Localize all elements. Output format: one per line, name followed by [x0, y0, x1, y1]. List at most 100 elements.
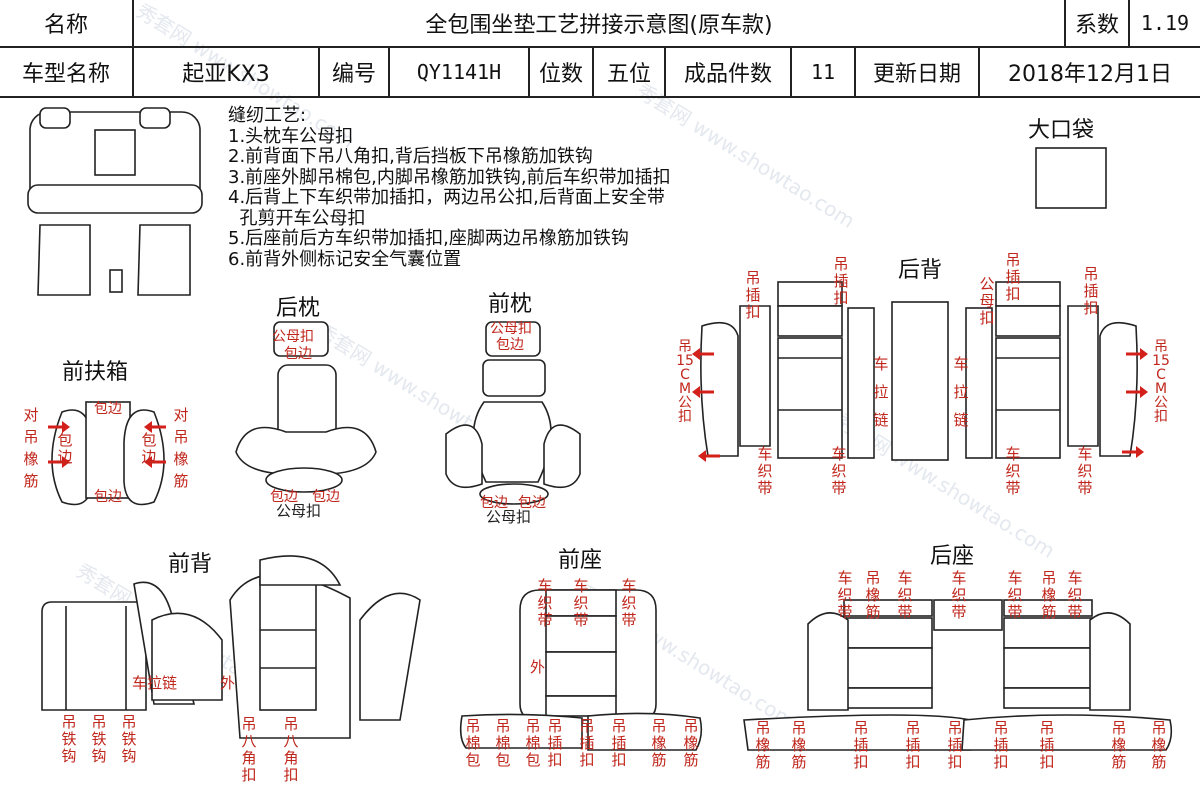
elastic-note: 吊橡筋 — [865, 569, 881, 621]
buckle-note: 吊插扣 — [833, 255, 849, 307]
male-buckle-note: 公母扣 — [490, 321, 532, 337]
zipper-note: 车拉链 — [132, 674, 178, 692]
elastic-note: 吊橡筋 — [791, 719, 807, 771]
hem-note: 包边 — [496, 337, 524, 353]
webbing-note: 车织带 — [757, 445, 773, 497]
page-title: 全包围坐垫工艺拼接示意图(原车款) — [134, 0, 1066, 48]
male-female-note: 公母扣 — [486, 508, 532, 526]
hem-note: 包边 — [57, 431, 73, 466]
front-back-pieces — [41, 555, 421, 739]
iron-hook-note: 吊铁钩 — [61, 713, 77, 765]
instruction-line: 2.前背面下吊八角扣,背后挡板下吊橡筋加铁钩 — [228, 146, 593, 167]
buckle-note: 吊插扣 — [853, 719, 869, 771]
hang-15cm-note: 吊15CM公扣 — [676, 339, 694, 425]
hem-note: 包边 — [94, 401, 122, 417]
elastic-note: 吊橡筋 — [683, 717, 699, 769]
hem-note: 包边 — [141, 431, 157, 466]
code-label: 编号 — [320, 48, 390, 96]
arrow-markers — [48, 348, 1148, 468]
date-label: 更新日期 — [856, 48, 980, 96]
date-value: 2018年12月1日 — [1008, 62, 1172, 87]
instruction-line: 4.后背上下车织带加插扣，两边吊公扣,后背面上安全带 — [228, 187, 665, 208]
header-table: 名称 全包围坐垫工艺拼接示意图(原车款) 系数 1.19 车型名称 起亚KX3 … — [0, 0, 1200, 98]
instructions-title: 缝纫工艺: — [228, 105, 307, 126]
hem-note: 包边 — [518, 495, 546, 511]
buckle-note: 吊插扣 — [1005, 251, 1021, 303]
pieces-label: 成品件数 — [666, 48, 792, 96]
seats-value: 五位 — [594, 48, 666, 96]
hem-note: 包边 — [480, 495, 508, 511]
elastic-note: 对吊橡筋 — [173, 406, 189, 490]
male-buckle-note: 公母扣 — [979, 275, 995, 327]
rear-headrest-pieces — [235, 321, 377, 493]
webbing-note: 车织带 — [1007, 569, 1023, 621]
cotton-note: 吊棉包 — [465, 717, 481, 769]
elastic-note: 吊橡筋 — [651, 717, 667, 769]
rear-back-title: 后背 — [898, 258, 943, 283]
model-label: 车型名称 — [0, 48, 134, 96]
front-seat-pieces — [459, 589, 703, 751]
front-headrest-pieces — [445, 321, 581, 505]
cotton-note: 吊棉包 — [495, 717, 511, 769]
elastic-note: 吊橡筋 — [755, 719, 771, 771]
webbing-note: 车织带 — [1077, 445, 1093, 497]
rear-seat-pieces — [743, 599, 1173, 751]
rear-headrest-title: 后枕 — [276, 296, 321, 321]
outer-note: 外 — [220, 674, 236, 692]
webbing-note: 车织带 — [951, 569, 967, 621]
name-label: 名称 — [0, 0, 134, 48]
front-armrest-pieces — [51, 401, 165, 506]
big-bag-title: 大口袋 — [1028, 118, 1095, 143]
pieces-value: 11 — [792, 48, 856, 96]
zipper-note: 车拉链 — [873, 355, 889, 429]
male-female-note: 公母扣 — [276, 502, 322, 520]
model-value: 起亚KX3 — [134, 48, 320, 96]
webbing-note: 车织带 — [897, 569, 913, 621]
hem-note: 包边 — [270, 489, 298, 505]
cotton-note: 吊棉包 — [525, 717, 541, 769]
instruction-line: 6.前背外侧标记安全气囊位置 — [228, 248, 462, 270]
front-back-title: 前背 — [168, 552, 213, 577]
buckle-note: 吊插扣 — [745, 269, 761, 321]
iron-hook-note: 吊铁钩 — [91, 713, 107, 765]
buckle-note: 吊插扣 — [947, 719, 963, 771]
coef-value: 1.19 — [1130, 0, 1200, 48]
rear-seat-title: 后座 — [930, 544, 975, 569]
coef-label: 系数 — [1066, 0, 1130, 48]
webbing-note: 车织带 — [1067, 569, 1083, 621]
front-armrest-title: 前扶箱 — [62, 360, 129, 385]
buckle-note: 吊插扣 — [611, 717, 627, 769]
code-value: QY1141H — [390, 48, 530, 96]
big-pocket-piece — [1035, 147, 1107, 209]
rear-back-pieces — [700, 281, 1138, 461]
hem-note: 包边 — [94, 489, 122, 505]
seats-label: 位数 — [530, 48, 594, 96]
front-seat-title: 前座 — [558, 548, 603, 573]
seat-thumbnail — [27, 107, 203, 296]
elastic-note: 对吊橡筋 — [23, 406, 39, 490]
sewing-instructions: 缝纫工艺: 1.头枕车公母扣 2.前背面下吊八角扣,背后挡板下吊橡筋加铁钩 3.… — [228, 105, 671, 270]
hem-note: 包边 — [284, 346, 312, 362]
webbing-note: 车织带 — [831, 445, 847, 497]
front-headrest-title: 前枕 — [488, 292, 533, 317]
webbing-note: 车织带 — [837, 569, 853, 621]
buckle-note: 吊插扣 — [579, 717, 595, 769]
octagon-buckle-note: 吊八角扣 — [241, 715, 257, 784]
webbing-note: 车织带 — [1005, 445, 1021, 497]
buckle-note: 吊插扣 — [547, 717, 563, 769]
zipper-note: 车拉链 — [953, 355, 969, 429]
instruction-line: 3.前座外脚吊棉包,内脚吊橡筋加铁钩,前后车织带加插扣 — [228, 166, 671, 188]
buckle-note: 吊插扣 — [1039, 719, 1055, 771]
octagon-buckle-note: 吊八角扣 — [283, 715, 299, 784]
iron-hook-note: 吊铁钩 — [121, 713, 137, 765]
outer-note: 外 — [530, 658, 546, 676]
elastic-note: 吊橡筋 — [1041, 569, 1057, 621]
instruction-line: 1.头枕车公母扣 — [228, 125, 354, 147]
webbing-note: 车织带 — [573, 577, 589, 629]
webbing-note: 车织带 — [621, 577, 637, 629]
instruction-line: 5.后座前后方车织带加插扣,座脚两边吊橡筋加铁钩 — [228, 228, 629, 249]
buckle-note: 吊插扣 — [993, 719, 1009, 771]
elastic-note: 吊橡筋 — [1111, 719, 1127, 771]
hang-15cm-note: 吊15CM公扣 — [1152, 339, 1170, 425]
